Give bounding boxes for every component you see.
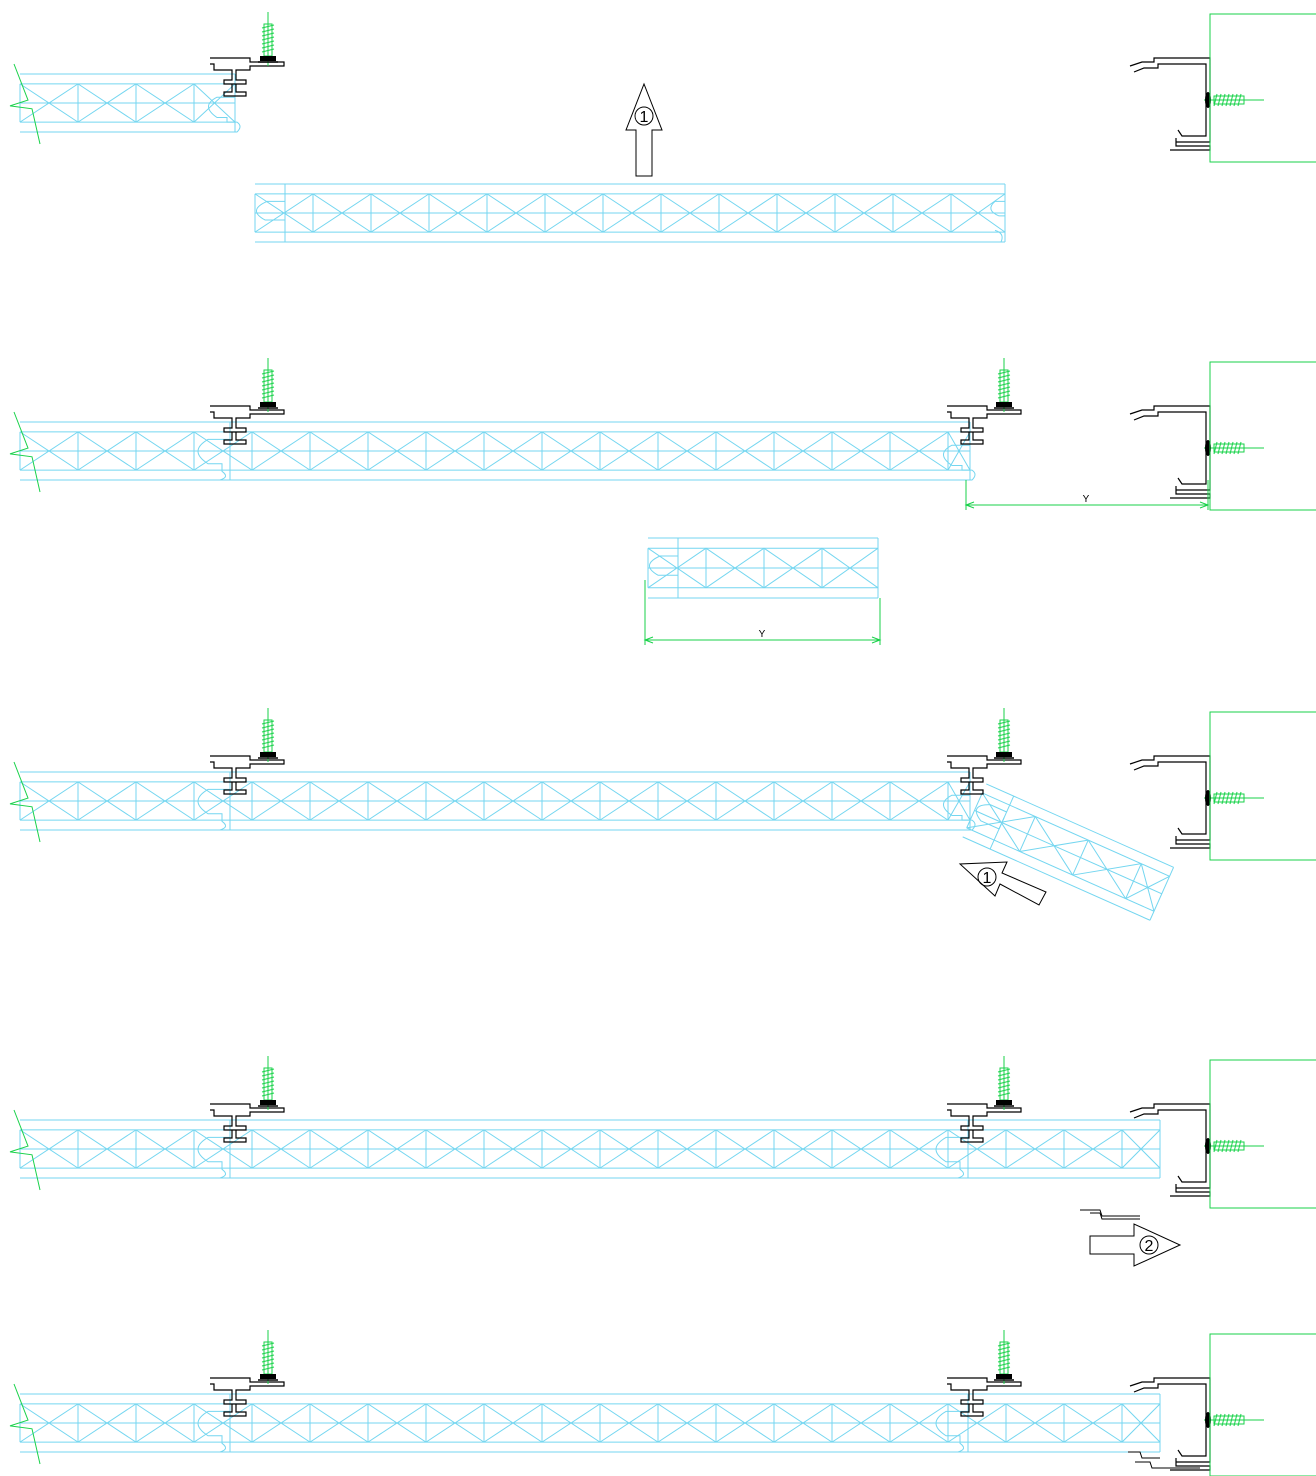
- dimension-label: Y: [1083, 494, 1090, 505]
- step-number: 1: [640, 109, 649, 126]
- frame-outline: [1209, 711, 1316, 861]
- edge-profile: [1129, 1103, 1264, 1197]
- tilted-cut-panel: [962, 783, 1175, 921]
- fixing-clip: [210, 1377, 285, 1417]
- cut-dimension-y: [643, 580, 882, 645]
- dimension-label: Y: [759, 629, 766, 640]
- screw-icon: [258, 12, 278, 66]
- fixing-clip: [210, 755, 285, 795]
- screw-icon: [994, 708, 1014, 762]
- move-up-left-arrow: 1: [958, 861, 1047, 906]
- step-number: 2: [1145, 1238, 1154, 1255]
- installed-panel: [9, 1383, 1161, 1465]
- edge-profile: [1129, 755, 1264, 849]
- screw-icon: [258, 1056, 278, 1110]
- installed-panel: [9, 1109, 1161, 1191]
- cut-panel: [962, 783, 1175, 921]
- step-3-group: 1: [9, 708, 1316, 921]
- edge-profile: [1129, 405, 1264, 499]
- edge-profile: [1129, 57, 1264, 151]
- fixing-clip: [947, 1377, 1022, 1417]
- move-right-arrow: 2: [1089, 1223, 1182, 1267]
- installed-panel-stub: [9, 63, 241, 145]
- fixing-clip: [210, 1103, 285, 1143]
- edge-profile: [1129, 1377, 1264, 1471]
- fixing-clip: [947, 755, 1022, 795]
- step-number: 1: [983, 870, 992, 887]
- installed-panel: [9, 411, 976, 493]
- move-up-arrow: 1: [625, 82, 663, 177]
- screw-icon: [258, 1330, 278, 1384]
- step-5-group: [9, 1330, 1316, 1476]
- fixing-clip: [210, 57, 285, 97]
- screw-icon: [994, 1330, 1014, 1384]
- step-1-group: 1: [9, 12, 1316, 243]
- cut-panel: [647, 537, 879, 599]
- frame-outline: [1209, 361, 1316, 511]
- frame-outline: [1209, 1333, 1316, 1476]
- frame-outline: [1209, 13, 1316, 163]
- step-4-group: 2: [9, 1056, 1316, 1267]
- cover-strip: [1128, 1451, 1200, 1469]
- fixing-clip: [947, 1103, 1022, 1143]
- new-panel: [254, 183, 1006, 243]
- frame-outline: [1209, 1059, 1316, 1209]
- cover-strip: [1080, 1209, 1140, 1220]
- screw-icon: [258, 708, 278, 762]
- screw-icon: [994, 358, 1014, 412]
- fixing-clip: [210, 405, 285, 445]
- installed-panel: [9, 761, 976, 843]
- fixing-clip: [947, 405, 1022, 445]
- screw-icon: [258, 358, 278, 412]
- step-2-group: Y Y: [9, 358, 1316, 645]
- screw-icon: [994, 1056, 1014, 1110]
- dimension-y: [964, 480, 1210, 510]
